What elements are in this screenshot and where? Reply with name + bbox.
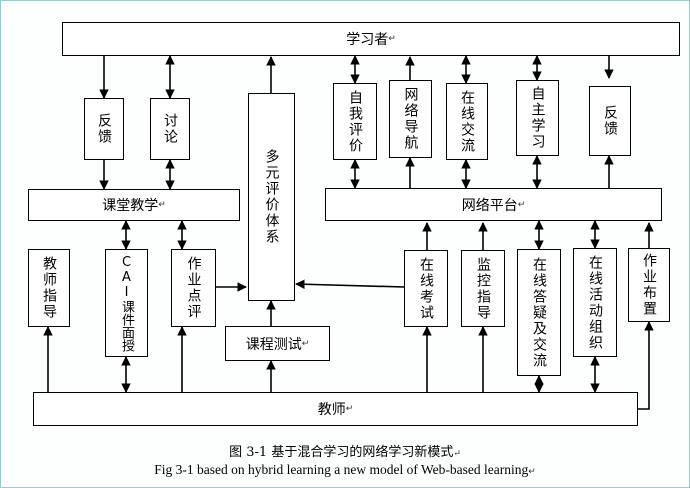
online-activity-box: 在线活动组织 (573, 248, 617, 357)
classroom-teaching-bar: 课堂教学↵ (28, 189, 240, 221)
autonomous-learning-box: 自主学习 (516, 80, 559, 156)
network-navigation-box: 网络导航 (389, 80, 432, 158)
online-exchange-box: 在线交流 (446, 83, 488, 160)
caption-chinese: 图 3-1 基于混合学习的网络学习新模式↵ (229, 445, 461, 460)
discussion-box: 讨论 (150, 98, 190, 160)
course-test-box: 课程测试↵ (225, 326, 330, 361)
feedback-right-box: 反馈 (589, 86, 631, 156)
platform-label: 网络平台 (461, 197, 518, 214)
homework-assignment-box: 作业布置 (628, 248, 670, 322)
teacher-to-homework-arrow (638, 321, 654, 410)
classroom-label: 课堂教学 (102, 198, 159, 214)
learner-label: 学习者 (346, 32, 389, 48)
learner-bar: 学习者↵ (62, 22, 680, 56)
cai-courseware-box: CAI课件面授 (105, 249, 148, 357)
network-platform-bar: 网络平台↵ (325, 188, 662, 221)
teacher-guidance-box: 教师指导 (28, 249, 70, 327)
homework-review-box: 作业点评 (171, 249, 216, 327)
multi-evaluation-system-box: 多元评价体系 (248, 93, 295, 301)
caption-english: Fig 3-1 based on hybrid learning a new m… (154, 462, 536, 477)
online-qa-box: 在线答疑及交流 (517, 249, 561, 376)
teacher-bar: 教师↵ (33, 392, 638, 426)
feedback-left-box: 反馈 (84, 98, 124, 160)
teacher-label: 教师 (317, 402, 346, 418)
monitoring-guidance-box: 监控指导 (461, 250, 505, 327)
exam-to-eval-arrow (295, 279, 405, 290)
online-exam-box: 在线考试 (404, 250, 448, 327)
self-evaluation-box: 自我评价 (333, 83, 377, 160)
